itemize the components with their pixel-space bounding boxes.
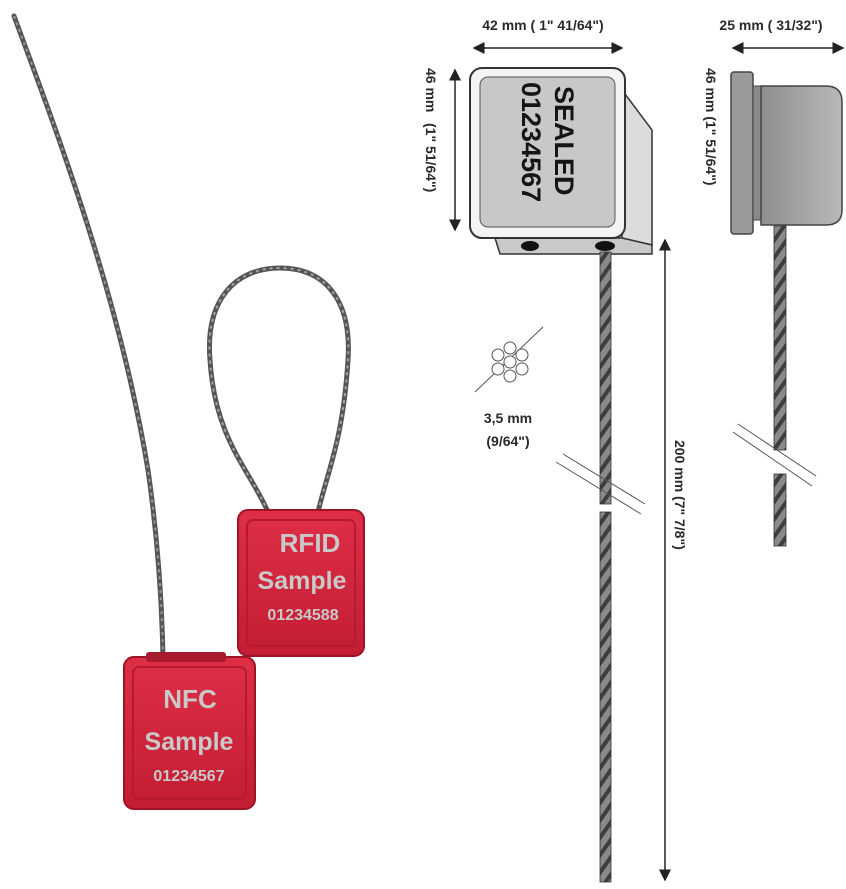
- nfc-seal-line2: Sample: [145, 728, 234, 756]
- front-cable-upper: [599, 251, 612, 505]
- cable-diameter-label-b: (9/64"): [486, 433, 529, 449]
- cable-cross-section-icon: [474, 326, 544, 393]
- side-cable-lower: [773, 473, 787, 547]
- front-label-serial: 01234567: [516, 82, 546, 202]
- front-seal-label-plate: [479, 76, 616, 228]
- cable-length-label: 200 mm (7" 7/8"): [672, 440, 688, 550]
- nfc-seal-serial: 01234567: [153, 768, 224, 785]
- front-view-drawing: 42 mm ( 1" 41/64") 46 mm (1" 51/64") SEA…: [423, 17, 688, 883]
- rfid-cable-loop: [206, 265, 351, 515]
- rfid-seal-line1: RFID: [280, 528, 341, 558]
- nfc-cable: [11, 13, 166, 663]
- side-seal-flange: [730, 71, 754, 235]
- front-height-label-b: (1" 51/64"): [423, 123, 439, 192]
- side-cable-upper: [773, 225, 787, 451]
- cable-diameter-label-a: 3,5 mm: [484, 410, 532, 426]
- front-label-sealed: SEALED: [549, 86, 579, 196]
- nfc-cable-seal: NFC Sample 01234567: [11, 13, 256, 810]
- rfid-seal-serial: 01234588: [267, 607, 338, 624]
- nfc-seal-line1: NFC: [163, 684, 217, 714]
- front-width-label: 42 mm ( 1" 41/64"): [482, 17, 603, 33]
- side-seal-body: [760, 85, 843, 226]
- side-view-drawing: 25 mm ( 31/32") 46 mm (1" 51/64"): [703, 17, 845, 547]
- front-cable-lower: [599, 511, 612, 883]
- rfid-cable-seal: RFID Sample 01234588: [206, 265, 365, 657]
- rfid-seal-line2: Sample: [258, 567, 347, 595]
- rfid-seal-body: [237, 509, 365, 657]
- side-height-label: 46 mm (1" 51/64"): [703, 68, 719, 186]
- front-height-label-a: 46 mm: [423, 68, 439, 112]
- side-width-label: 25 mm ( 31/32"): [719, 17, 822, 33]
